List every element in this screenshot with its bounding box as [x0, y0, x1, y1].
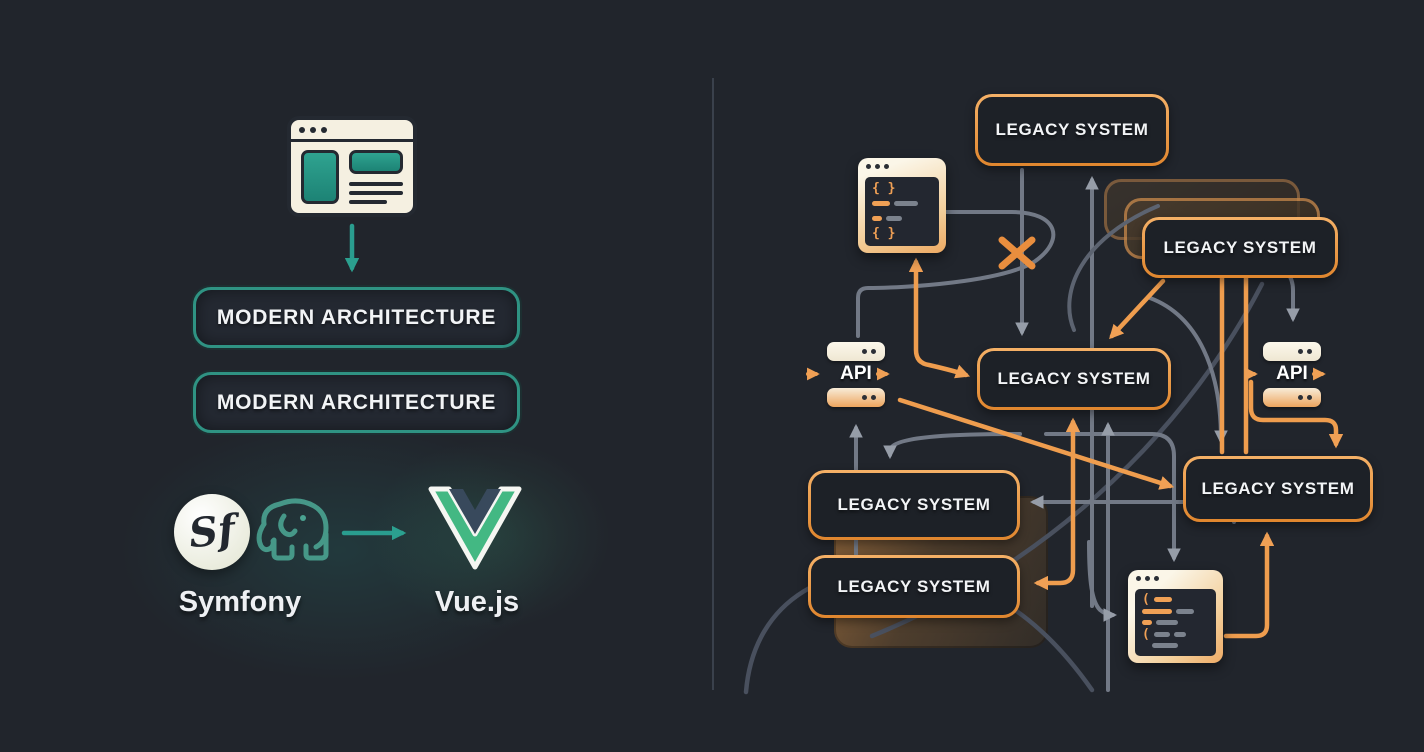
symfony-logo: Sf	[174, 494, 250, 570]
api-server-stack-right: API	[1242, 340, 1342, 408]
modern-architecture-box-1: MODERN ARCHITECTURE	[193, 287, 520, 348]
browser-window-icon	[287, 116, 417, 217]
modern-architecture-label: MODERN ARCHITECTURE	[216, 305, 497, 329]
legacy-system-label: LEGACY SYSTEM	[1145, 220, 1335, 275]
panel-divider	[712, 78, 714, 690]
api-label: API	[840, 363, 872, 384]
php-elephant-icon	[256, 498, 329, 561]
browser-text-line	[349, 182, 403, 186]
code-editor-icon: { } { }	[858, 158, 946, 253]
editor-code-area: { } { }	[865, 177, 939, 246]
browser-text-line	[349, 191, 403, 195]
legacy-system-label: LEGACY SYSTEM	[978, 97, 1166, 163]
server-bar	[827, 388, 885, 407]
legacy-system-box-center: LEGACY SYSTEM	[977, 348, 1171, 410]
api-server-stack-left: API	[806, 340, 906, 408]
legacy-system-label: LEGACY SYSTEM	[1186, 459, 1370, 519]
x-mark-icon	[998, 236, 1036, 270]
legacy-system-label: LEGACY SYSTEM	[811, 473, 1017, 537]
browser-content-block	[301, 150, 339, 204]
server-bar	[827, 342, 885, 361]
code-editor-icon: ( (	[1128, 570, 1223, 663]
browser-content-block	[349, 150, 403, 174]
legacy-system-box-lower-1: LEGACY SYSTEM	[808, 470, 1020, 540]
server-bar	[1263, 342, 1321, 361]
editor-titlebar	[858, 158, 946, 175]
modern-architecture-box-2: MODERN ARCHITECTURE	[193, 372, 520, 433]
editor-code-area: ( (	[1135, 589, 1216, 656]
legacy-system-box-stacked: LEGACY SYSTEM	[1142, 217, 1338, 278]
legacy-system-box-top: LEGACY SYSTEM	[975, 94, 1169, 166]
browser-titlebar	[291, 120, 413, 142]
server-bar	[1263, 388, 1321, 407]
legacy-system-box-right: LEGACY SYSTEM	[1183, 456, 1373, 522]
editor-titlebar	[1128, 570, 1223, 587]
api-label: API	[1276, 363, 1308, 384]
browser-text-line	[349, 200, 387, 204]
symfony-label: Symfony	[178, 586, 302, 618]
vuejs-logo	[428, 486, 522, 570]
symfony-monogram: Sf	[186, 505, 238, 558]
vuejs-label: Vue.js	[434, 586, 520, 618]
modern-architecture-label: MODERN ARCHITECTURE	[216, 390, 497, 414]
legacy-system-label: LEGACY SYSTEM	[980, 351, 1168, 407]
legacy-system-label: LEGACY SYSTEM	[811, 558, 1017, 615]
legacy-system-box-lower-2: LEGACY SYSTEM	[808, 555, 1020, 618]
